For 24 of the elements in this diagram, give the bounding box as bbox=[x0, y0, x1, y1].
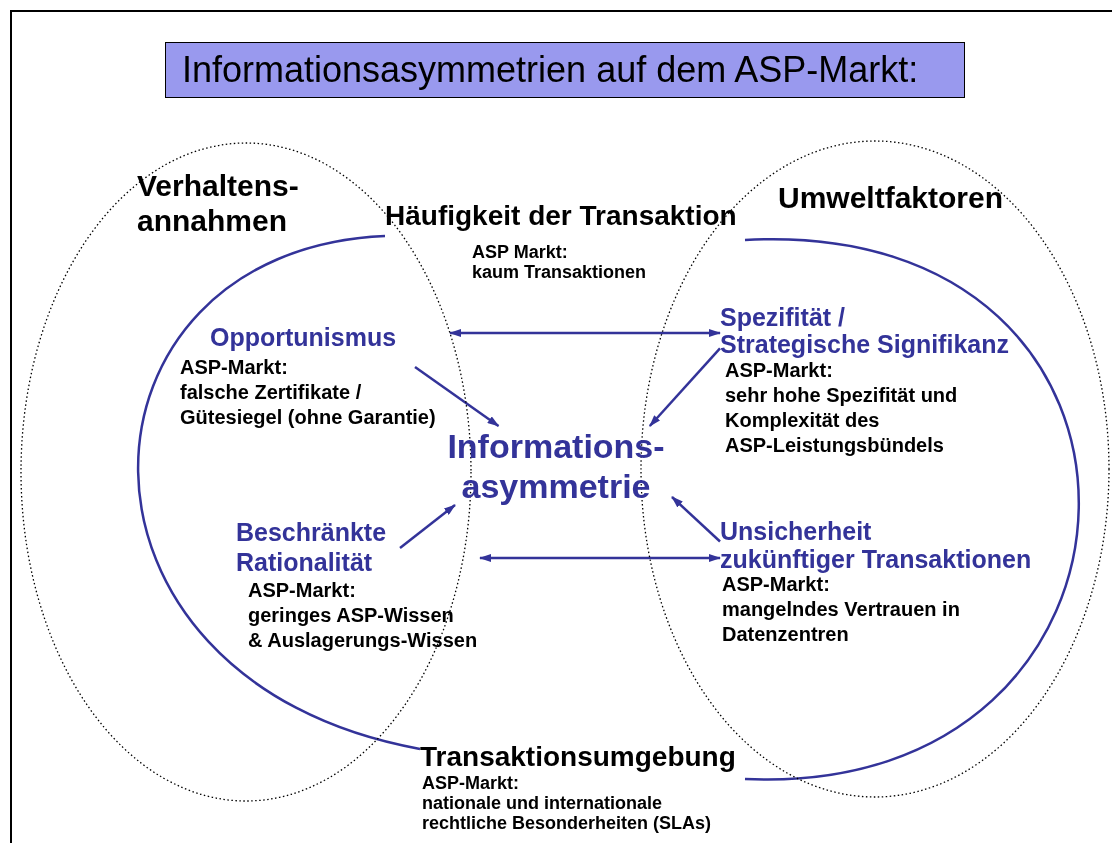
market-note: ASP-Markt: geringes ASP-Wissen & Auslagerungs-Wissen bbox=[248, 578, 479, 653]
arrow bbox=[479, 554, 721, 562]
factor-heading: Unsicherheit zukünftiger Transaktionen bbox=[720, 517, 1033, 573]
title-banner: Informationsasymmetrien auf dem ASP-Markt: bbox=[165, 42, 965, 98]
arrow bbox=[648, 347, 721, 427]
region-heading: Verhaltens- annahmen bbox=[137, 168, 300, 238]
arrow bbox=[671, 496, 721, 543]
factor-heading: Häufigkeit der Transaktion bbox=[385, 200, 738, 232]
central-concept: Informations- asymmetrie bbox=[446, 426, 666, 506]
curved-connector bbox=[744, 238, 1080, 781]
market-note: ASP-Markt: falsche Zertifikate / Gütesiegel (ohne Garantie) bbox=[180, 355, 437, 430]
arrow bbox=[399, 504, 456, 549]
region-heading: Umweltfaktoren bbox=[778, 180, 1005, 215]
market-note: ASP Markt: kaum Transaktionen bbox=[472, 242, 648, 282]
arrow bbox=[449, 329, 721, 337]
factor-heading: Spezifität / Strategische Signifikanz bbox=[720, 304, 1010, 358]
factor-heading: Transaktionsumgebung bbox=[420, 741, 737, 773]
curved-connector bbox=[137, 234, 421, 751]
market-note: ASP-Markt: sehr hohe Spezifität und Komplexität des ASP-Leistungsbündels bbox=[725, 358, 959, 458]
factor-heading: Opportunismus bbox=[210, 322, 398, 352]
market-note: ASP-Markt: nationale und internationale rechtliche Besonderheiten (SLAs) bbox=[422, 773, 713, 833]
arrow bbox=[414, 365, 500, 428]
market-note: ASP-Markt: mangelndes Vertrauen in Datenzentren bbox=[722, 573, 961, 647]
factor-heading: Beschränkte Rationalität bbox=[236, 517, 388, 577]
